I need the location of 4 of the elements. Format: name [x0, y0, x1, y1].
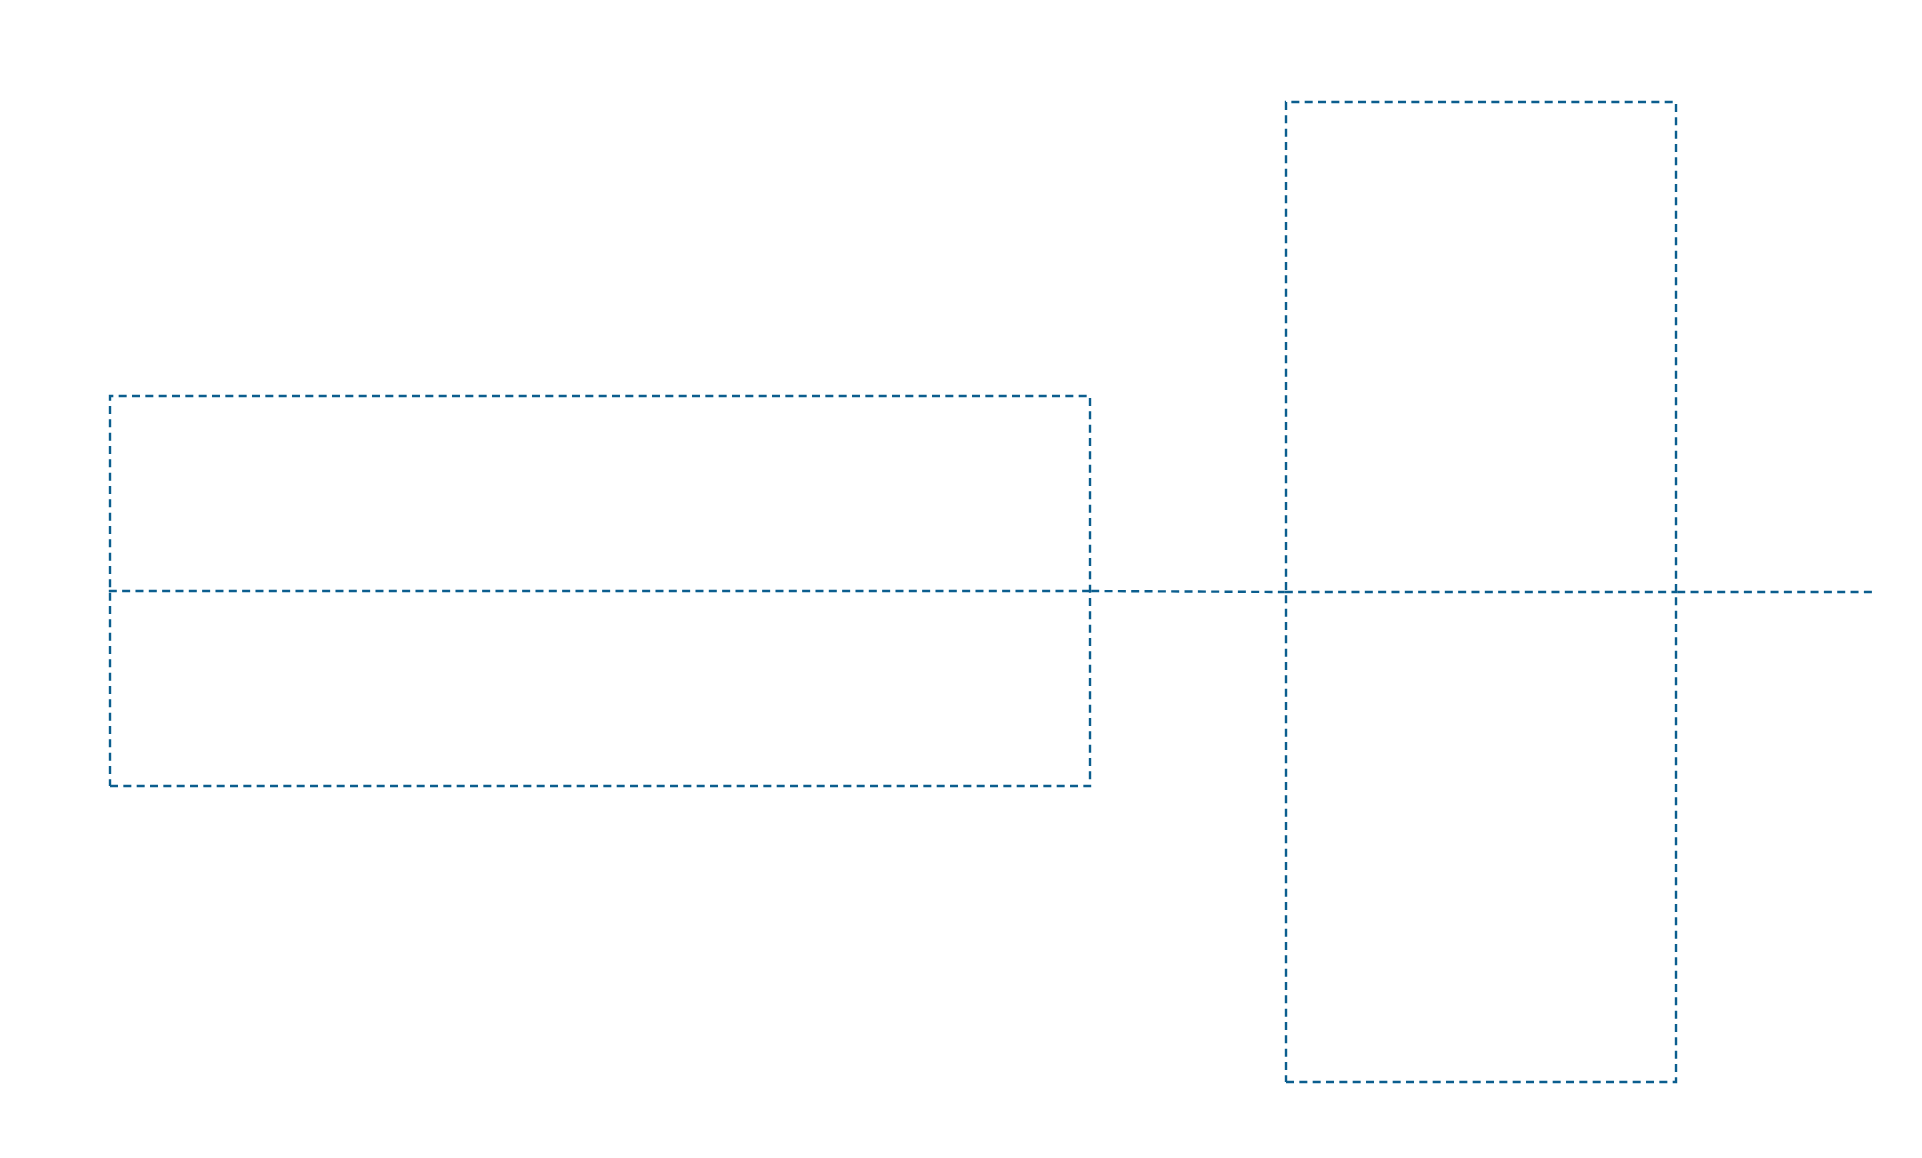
empty-box [108, 394, 1092, 788]
line [1677, 590, 1874, 594]
line [1091, 589, 1285, 594]
empty-box [1284, 100, 1678, 1084]
